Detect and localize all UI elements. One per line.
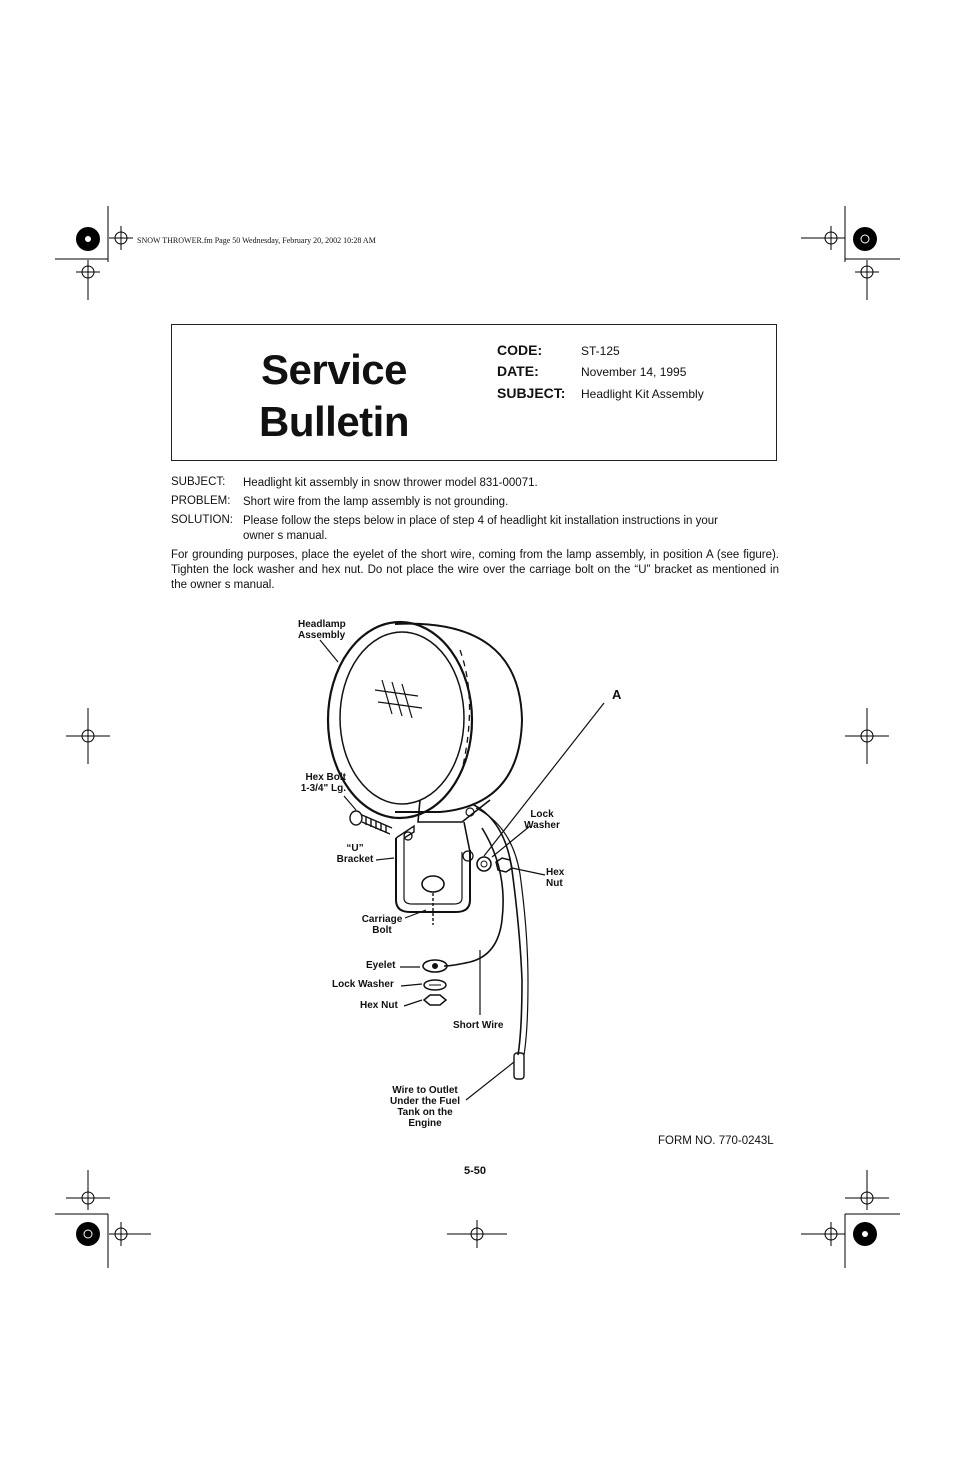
details-subject-label: SUBJECT: [171, 476, 226, 488]
details-problem-label: PROBLEM: [171, 495, 231, 507]
callout-u-bracket: “U” Bracket [334, 843, 376, 865]
details-solution-label: SOLUTION: [171, 514, 233, 526]
callout-carriage-bolt: Carriage Bolt [358, 914, 406, 936]
callout-eyelet: Eyelet [366, 960, 396, 971]
callout-point-a: A [612, 687, 622, 702]
details-problem-text: Short wire from the lamp assembly is not… [243, 496, 509, 508]
subject-value: Headlight Kit Assembly [581, 387, 704, 401]
callout-hex-nut-top-line1: Hex [546, 867, 565, 878]
leader-lines [319, 639, 605, 1101]
callout-wire-outlet-line4: Engine [408, 1118, 442, 1129]
lens-hatch [374, 679, 423, 719]
callout-lock-washer-top-line1: Lock [530, 809, 554, 820]
code-value: ST-125 [581, 344, 620, 358]
subject-label: SUBJECT: [497, 385, 566, 401]
bulletin-title-line1: Service [261, 346, 407, 393]
callout-hex-nut-top: Hex Nut [546, 867, 564, 889]
date-value: November 14, 1995 [581, 365, 687, 379]
callout-hex-nut-top-line2: Nut [546, 878, 563, 889]
callout-hex-bolt: Hex Bolt 1-3/4" Lg. [298, 772, 346, 794]
callout-wire-outlet-line2: Under the Fuel [389, 1096, 460, 1107]
callout-carriage-bolt-line1: Carriage [361, 914, 403, 925]
lamp-housing [394, 622, 524, 813]
callout-wire-to-outlet: Wire to Outlet Under the Fuel Tank on th… [384, 1085, 466, 1129]
callout-lock-washer-top-line2: Washer [524, 820, 560, 831]
details-solution-text-1: Please follow the steps below in place o… [243, 515, 718, 527]
lamp-lens [339, 631, 465, 805]
callout-wire-outlet-line3: Tank on the [397, 1107, 453, 1118]
print-header: SNOW THROWER.fm Page 50 Wednesday, Febru… [137, 236, 376, 245]
code-label: CODE: [497, 342, 543, 358]
date-label: DATE: [497, 363, 539, 379]
bulletin-header-box: Service Bulletin CODE: ST-125 DATE: Nove… [171, 324, 777, 461]
bulletin-title-line2: Bulletin [259, 398, 410, 445]
callout-headlamp-line2: Assembly [298, 630, 346, 641]
crosshair-icon [66, 226, 889, 1248]
form-number: FORM NO. 770-0243L [658, 1135, 774, 1147]
callout-u-bracket-line1: “U” [346, 843, 364, 854]
callout-short-wire: Short Wire [453, 1020, 504, 1031]
target-circle-icon [76, 227, 877, 1246]
details-subject-text: Headlight kit assembly in snow thrower m… [243, 477, 538, 489]
callout-headlamp-assembly: Headlamp Assembly [298, 619, 346, 641]
callout-u-bracket-line2: Bracket [336, 854, 374, 865]
callout-hex-bolt-line2: 1-3/4" Lg. [300, 783, 346, 794]
callout-wire-outlet-line1: Wire to Outlet [392, 1085, 458, 1096]
callout-hex-bolt-line1: Hex Bolt [305, 772, 346, 783]
callout-headlamp-line1: Headlamp [298, 619, 346, 630]
grounding-paragraph: For grounding purposes, place the eyelet… [171, 549, 779, 591]
callout-hex-nut: Hex Nut [360, 1000, 398, 1011]
callout-lock-washer-top: Lock Washer [521, 809, 563, 831]
lamp-rim [326, 620, 474, 820]
hex-bolt [349, 810, 393, 835]
page-number: 5-50 [464, 1165, 487, 1177]
details-solution-text-2: owner s manual. [243, 530, 328, 542]
callout-carriage-bolt-line2: Bolt [372, 925, 392, 936]
callout-lock-washer: Lock Washer [332, 979, 394, 990]
